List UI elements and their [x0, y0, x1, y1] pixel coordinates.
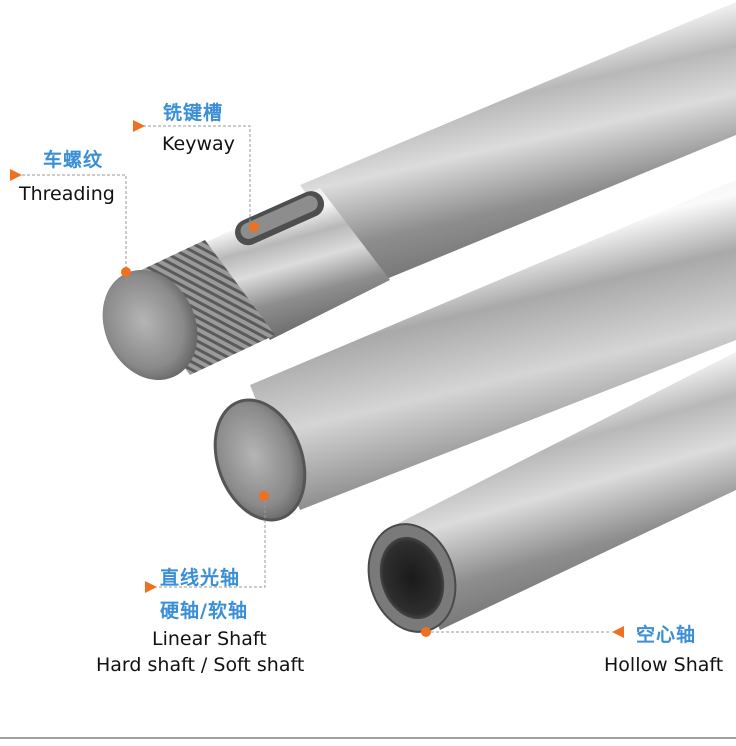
hollow-shaft: [367, 352, 736, 633]
linear-shaft-label-en-2: Hard shaft / Soft shaft: [96, 654, 305, 676]
threading-label-cn: 车螺纹: [43, 149, 104, 171]
hollow-shaft-label-en: Hollow Shaft: [604, 654, 724, 676]
bottom-divider: [0, 737, 736, 739]
keyway-label-cn: 铣键槽: [163, 102, 224, 124]
hollow-shaft-label-cn: 空心轴: [636, 624, 697, 646]
linear-shaft-label-en: Linear Shaft: [152, 628, 267, 650]
linear-shaft-label-cn: 直线光轴: [160, 567, 241, 589]
linear-shaft: [213, 180, 736, 522]
leader-lines: [22, 125, 610, 633]
threaded-shaft: [102, 2, 736, 381]
markers: [10, 120, 624, 638]
threading-label-en: Threading: [19, 183, 115, 205]
keyway-label-en: Keyway: [162, 133, 235, 155]
linear-shaft-label-cn-2: 硬轴/软轴: [160, 600, 248, 622]
